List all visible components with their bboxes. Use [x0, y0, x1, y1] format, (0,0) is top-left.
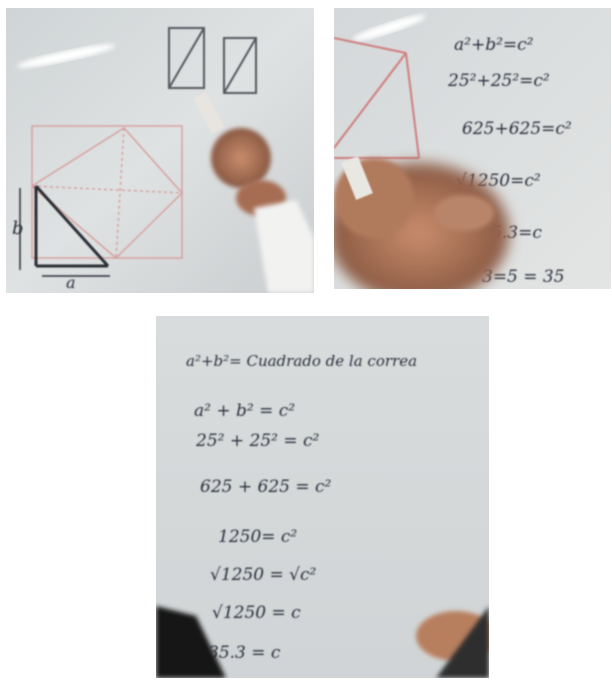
notebook-line-3: 25² + 25² = c²	[195, 431, 320, 451]
equation-line-3: 625+625=c²	[462, 119, 572, 139]
pointing-hand	[193, 92, 314, 293]
notebook-line-5: 1250= c²	[218, 527, 297, 547]
equation-line-2: 25²+25²=c²	[447, 71, 550, 91]
whiteboard-diagram-photo: b a	[6, 8, 314, 293]
notebook-line-7: √1250 = c	[212, 603, 301, 623]
notebook-line-2: a² + b² = c²	[194, 401, 295, 421]
notebook-line-6: √1250 = √c²	[210, 565, 317, 585]
side-a-label: a	[66, 273, 76, 292]
side-b-label: b	[12, 218, 24, 239]
notebook-line-4: 625 + 625 = c²	[200, 477, 332, 497]
notebook-line-8: 35.3 = c	[208, 643, 281, 663]
notebook-line-1: a²+b²= Cuadrado de la correa	[186, 352, 417, 370]
equation-line-1: a²+b²=c²	[454, 35, 534, 55]
hand-holding-paper	[156, 606, 489, 678]
whiteboard-notebook-photo: a²+b²= Cuadrado de la correa a² + b² = c…	[156, 316, 489, 678]
equation-line-6: 3=5 = 35	[482, 267, 565, 287]
writing-hand	[334, 156, 509, 289]
whiteboard-equations-photo: a²+b²=c² 25²+25²=c² 625+625=c² √1250=c² …	[334, 8, 611, 289]
